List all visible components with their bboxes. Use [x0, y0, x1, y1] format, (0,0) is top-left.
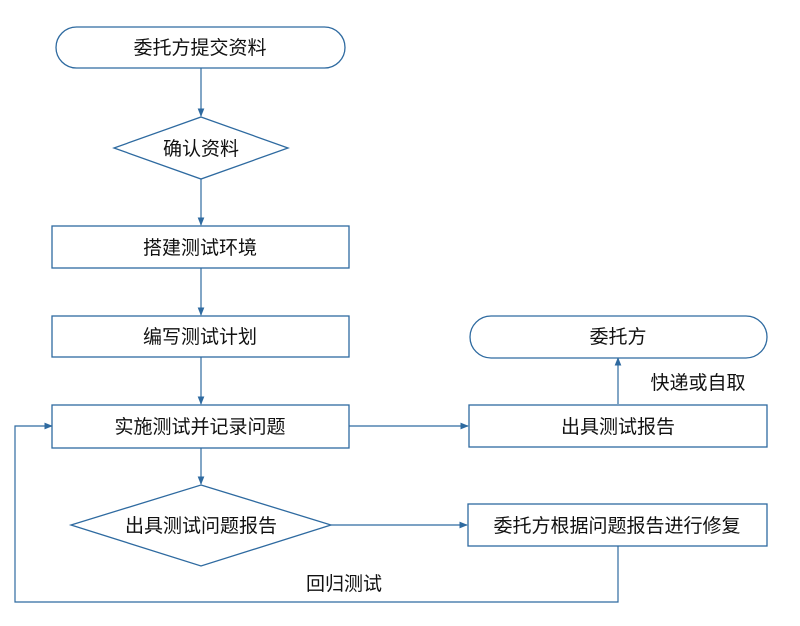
edge-labels: 快递或自取 回归测试: [306, 372, 746, 595]
node-setup-label: 搭建测试环境: [143, 237, 257, 259]
node-execute-label: 实施测试并记录问题: [114, 416, 285, 438]
node-confirm-label: 确认资料: [163, 138, 239, 160]
edge-label-delivery: 快递或自取: [650, 372, 745, 394]
node-setup-shape: [51, 225, 350, 269]
node-report-shape: [468, 404, 768, 448]
node-submit-shape: [55, 26, 346, 69]
node-report-label: 出具测试报告: [561, 416, 675, 438]
edge-fix-to-execute-regression: [14, 422, 619, 603]
edge-label-regression: 回归测试: [306, 573, 382, 595]
node-issues-shape: [68, 484, 334, 567]
edges: [14, 68, 622, 603]
node-issues-label: 出具测试问题报告: [125, 515, 277, 537]
node-execute-shape: [51, 404, 350, 449]
node-client-label: 委托方: [589, 326, 646, 348]
node-plan-label: 编写测试计划: [143, 326, 257, 348]
node-client-shape: [469, 315, 768, 359]
node-plan-shape: [51, 315, 350, 358]
node-confirm-shape: [112, 116, 290, 180]
nodes: 委托方提交资料 确认资料 搭建测试环境 编写测试计划 实施测试并记录问题 出具测…: [51, 26, 768, 567]
node-fix-shape: [467, 503, 768, 547]
node-fix-label: 委托方根据问题报告进行修复: [493, 515, 740, 537]
node-submit-label: 委托方提交资料: [133, 37, 266, 59]
